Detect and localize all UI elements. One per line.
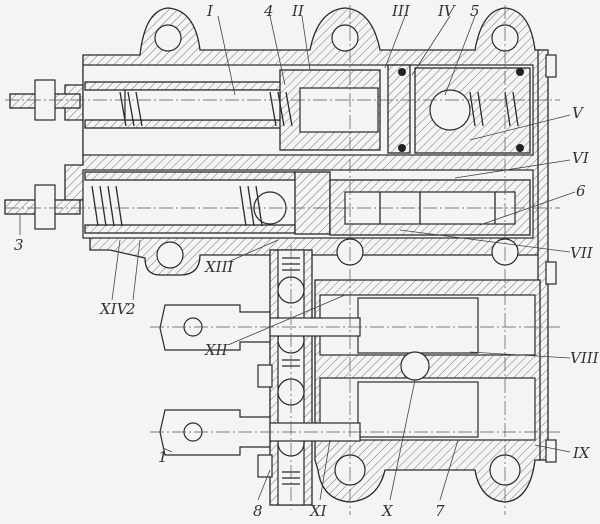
mount-hole bbox=[154, 24, 182, 52]
label-III: III bbox=[391, 2, 411, 20]
label-X: X bbox=[381, 502, 394, 520]
label-XI: XI bbox=[309, 502, 328, 520]
label-2: 2 bbox=[125, 300, 136, 318]
label-I: I bbox=[206, 2, 214, 20]
mount-hole bbox=[156, 241, 184, 269]
bolt-head bbox=[545, 439, 557, 463]
label-II: II bbox=[291, 2, 305, 20]
spring bbox=[119, 91, 519, 127]
mount-hole bbox=[331, 24, 359, 52]
label-VII: VII bbox=[570, 244, 594, 262]
label-XII: XII bbox=[204, 341, 229, 359]
centerlines bbox=[5, 5, 560, 515]
label-XIII: XIII bbox=[204, 258, 235, 276]
hex-nut bbox=[34, 184, 56, 230]
bolt-head bbox=[545, 261, 557, 285]
label-VIII: VIII bbox=[570, 349, 600, 367]
leader-lines bbox=[19, 15, 576, 501]
cover-plate bbox=[537, 49, 549, 461]
label-IX: IX bbox=[572, 444, 591, 462]
lower-cylinder bbox=[4, 169, 534, 239]
label-XIV: XIV bbox=[99, 300, 130, 318]
spring bbox=[91, 185, 263, 227]
label-VI: VI bbox=[572, 149, 590, 167]
part-labels: I 4 II III IV 5 V VI 6 VII VIII IX 7 X X… bbox=[14, 2, 600, 520]
lock-ball bbox=[400, 351, 430, 381]
label-3: 3 bbox=[14, 236, 24, 254]
label-IV: IV bbox=[437, 2, 457, 20]
label-8: 8 bbox=[253, 502, 263, 520]
ball-column bbox=[257, 249, 313, 506]
label-5: 5 bbox=[470, 2, 480, 20]
label-4: 4 bbox=[263, 2, 274, 20]
lower-housing bbox=[314, 279, 541, 503]
upper-cylinder bbox=[9, 64, 534, 156]
label-V: V bbox=[572, 104, 585, 122]
bolt-head bbox=[257, 454, 273, 478]
ball-valve bbox=[429, 89, 471, 131]
label-6: 6 bbox=[576, 182, 586, 200]
bolt-head bbox=[257, 364, 273, 388]
bolt-head bbox=[545, 54, 557, 78]
label-1: 1 bbox=[158, 448, 168, 466]
label-7: 7 bbox=[435, 502, 445, 520]
